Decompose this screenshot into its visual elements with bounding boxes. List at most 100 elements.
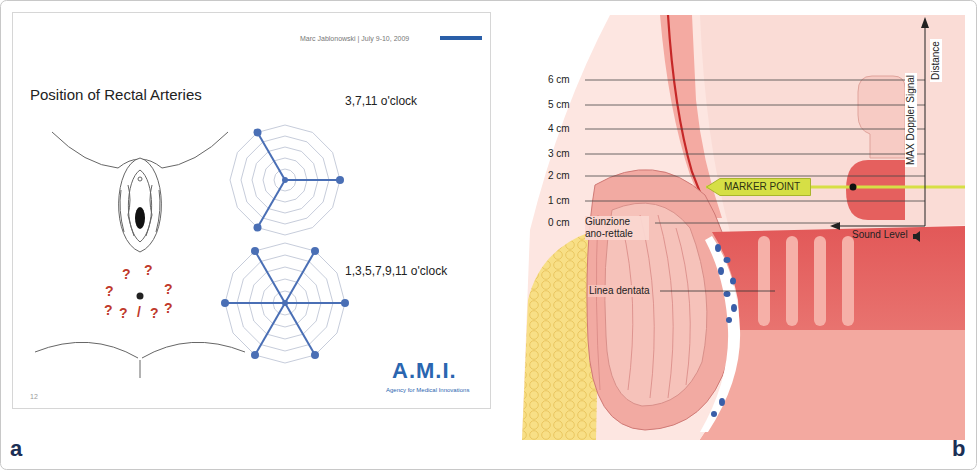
illustration-part xyxy=(585,154,925,155)
leader-line xyxy=(660,291,775,292)
anal-columns xyxy=(758,236,854,326)
illustration-part xyxy=(718,267,724,275)
artery-position-charts xyxy=(221,125,349,363)
marker-arrow: MARKER POINT xyxy=(706,178,810,196)
chart-centre xyxy=(282,300,288,306)
artery-dot xyxy=(341,299,349,307)
arrow-outline xyxy=(707,179,811,196)
illustration-part xyxy=(715,244,721,252)
anal-canal-skin xyxy=(700,330,965,440)
marker-text: MARKER POINT xyxy=(706,178,810,196)
distance-mark: 4 cm xyxy=(548,123,570,135)
logo-text: A.M.I. xyxy=(392,358,457,384)
artery-dot xyxy=(251,247,259,255)
illustration-part xyxy=(146,185,152,236)
vaginal-opening xyxy=(135,207,145,229)
question-mark: ? xyxy=(104,302,113,318)
question-mark: ? xyxy=(105,283,114,299)
illustration-part xyxy=(156,190,160,232)
artery-dot xyxy=(254,128,262,136)
axis-arrowhead xyxy=(921,17,929,28)
illustration-part xyxy=(142,342,245,358)
sound-arrowhead xyxy=(830,222,840,230)
marker-dot xyxy=(850,184,857,191)
illustration-part xyxy=(724,257,731,263)
artery-spoke xyxy=(225,302,285,304)
question-mark: ? xyxy=(144,262,153,278)
artery-spoke xyxy=(285,302,345,304)
artery-dot xyxy=(311,247,319,255)
distance-mark: 1 cm xyxy=(548,195,570,207)
illustration-part xyxy=(138,177,142,181)
doppler-probe xyxy=(858,76,905,158)
illustration-part xyxy=(913,234,916,239)
perineum-drawing xyxy=(35,132,245,378)
artery-dot xyxy=(336,176,344,184)
illustration-part xyxy=(814,236,826,326)
illustration-part xyxy=(842,236,854,326)
illustration-part xyxy=(128,170,151,242)
slide-frame xyxy=(13,13,491,409)
illustration-part xyxy=(585,129,925,130)
illustration-part xyxy=(655,223,838,224)
speaker-icon xyxy=(913,231,920,242)
anatomy-label: Giunzione ano-rettale xyxy=(585,216,649,240)
chart-caption: 1,3,5,7,9,11 o'clock xyxy=(345,264,447,278)
question-mark: ? xyxy=(122,266,131,282)
panel-letter: b xyxy=(952,436,965,462)
artery-dot xyxy=(251,351,259,359)
slide-number: 12 xyxy=(30,392,38,401)
illustration-part xyxy=(585,201,925,202)
illustration-part xyxy=(786,236,798,326)
axis-title: Distance xyxy=(930,39,942,82)
illustration-part xyxy=(52,132,118,168)
muscle-fibres xyxy=(596,215,690,398)
submucosa xyxy=(700,236,740,432)
slide-header: Marc Jablonowski | July 9-10, 2009 xyxy=(300,34,409,43)
artery-spoke xyxy=(285,179,340,181)
illustration-part xyxy=(730,278,736,285)
slash-mark: / xyxy=(137,304,141,320)
chart-caption: 3,7,11 o'clock xyxy=(345,94,417,108)
illustration-part xyxy=(120,190,124,232)
illustration-part xyxy=(119,158,162,252)
illustration-part xyxy=(128,185,134,236)
logo-subtitle: Agency for Medical Innovations xyxy=(386,386,469,394)
artery-spoke xyxy=(285,251,315,303)
artery-spoke xyxy=(285,303,315,355)
illustration-part xyxy=(711,411,717,417)
illustration-part xyxy=(676,228,690,385)
artery-spoke xyxy=(255,251,285,303)
chart-centre xyxy=(282,177,288,183)
chart-ring xyxy=(225,243,345,363)
hemorrhoidal-plexus xyxy=(711,244,737,417)
question-mark: ? xyxy=(150,305,159,321)
distance-mark: 3 cm xyxy=(548,148,570,160)
question-mark: ? xyxy=(119,305,128,321)
tissue-ground xyxy=(522,15,965,440)
illustration-part xyxy=(731,304,737,312)
illustration-part xyxy=(916,231,920,242)
question-mark: ? xyxy=(164,300,173,316)
sound-arrow xyxy=(838,226,925,227)
distance-mark: 6 cm xyxy=(548,74,570,86)
illustration-part xyxy=(162,132,228,168)
illustration-part xyxy=(585,80,925,81)
chart-ring xyxy=(230,125,340,235)
illustration-part xyxy=(658,215,673,398)
axis-note: MAX Doppler Signal xyxy=(905,73,917,167)
distance-lines xyxy=(585,80,925,223)
distance-mark: 0 cm xyxy=(548,217,570,229)
artery-spoke xyxy=(258,132,286,180)
illustration-part xyxy=(622,225,633,390)
probe-head xyxy=(846,160,905,220)
panel-letter: a xyxy=(10,436,22,462)
artery-spoke xyxy=(258,180,286,228)
anus-dot xyxy=(137,293,144,300)
illustration-part xyxy=(596,215,600,390)
slide-title: Position of Rectal Arteries xyxy=(30,86,202,104)
distance-mark: 2 cm xyxy=(548,170,570,182)
question-mark: ? xyxy=(164,281,173,297)
